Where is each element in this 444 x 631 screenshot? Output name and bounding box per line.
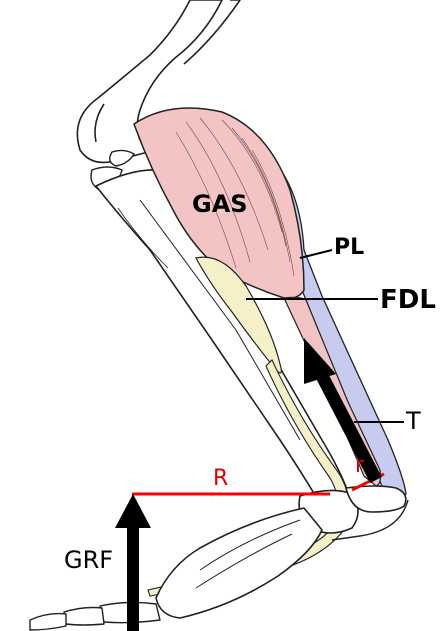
big-r-label: R <box>213 468 228 490</box>
foot-bones <box>156 500 408 618</box>
toe-bones <box>30 602 160 630</box>
fdl-label: FDL <box>380 287 436 313</box>
grf-label: GRF <box>64 548 113 572</box>
grf-arrowhead <box>115 494 151 528</box>
gas-label: GAS <box>192 192 248 216</box>
grf-shaft <box>127 522 139 631</box>
t-label: T <box>406 409 421 433</box>
pl-label: PL <box>334 237 364 259</box>
small-r-label: r <box>355 455 364 477</box>
